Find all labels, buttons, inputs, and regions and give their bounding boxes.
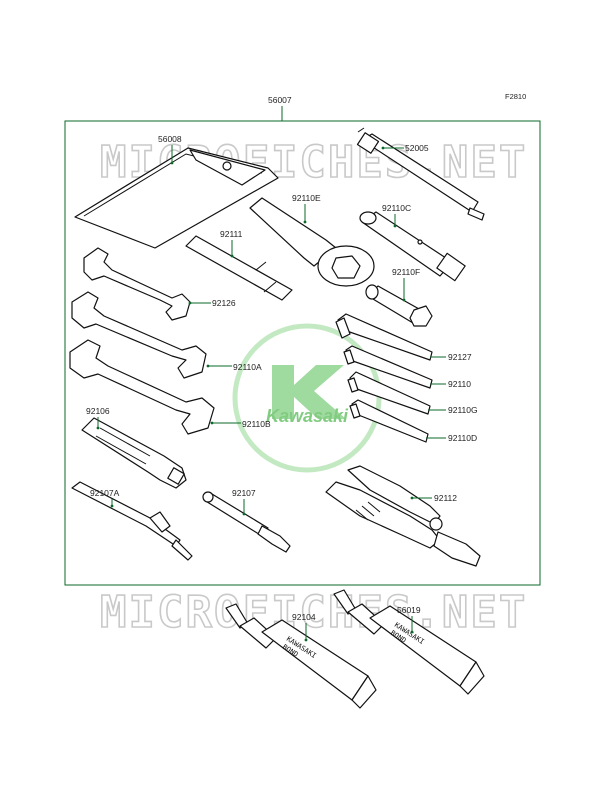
label-92107A: 92107A xyxy=(90,488,120,498)
plug-wrench xyxy=(359,211,466,282)
label-92107: 92107 xyxy=(232,488,256,498)
open-end-wrench-large xyxy=(69,339,215,435)
label-56007: 56007 xyxy=(268,95,292,105)
socket-wrench xyxy=(365,284,433,327)
label-92111: 92111 xyxy=(220,229,243,239)
label-92110E: 92110E xyxy=(292,193,321,203)
screwdriver-bit-phillips xyxy=(202,491,291,553)
open-end-wrench-small xyxy=(83,247,191,321)
label-92110B: 92110B xyxy=(242,419,271,429)
label-92104: 92104 xyxy=(292,612,316,622)
label-56019: 56019 xyxy=(397,605,421,615)
label-92110D: 92110D xyxy=(448,433,477,443)
spark-plug-wrench xyxy=(356,127,485,221)
watermark-text-bottom: MICROFICHES.NET xyxy=(100,587,527,638)
label-92110G: 92110G xyxy=(448,405,478,415)
label-56008: 56008 xyxy=(158,134,182,144)
label-92112: 92112 xyxy=(434,493,457,503)
kit-box xyxy=(64,120,541,586)
screwdriver-bit-flat xyxy=(71,481,193,561)
watermark: MICROFICHES.NET MICROFICHES.NET xyxy=(99,136,527,639)
open-end-wrench-medium xyxy=(71,291,207,379)
label-92110C: 92110C xyxy=(382,203,411,213)
bar-handle xyxy=(185,235,293,301)
label-52005: 52005 xyxy=(405,143,429,153)
screwdriver-handle xyxy=(81,417,187,489)
box-wrench xyxy=(249,197,375,287)
kawasaki-logo-watermark: Kawasaki xyxy=(232,323,382,473)
pliers xyxy=(325,465,481,567)
tool-pouch xyxy=(74,147,279,249)
hex-key-set xyxy=(335,313,433,443)
label-92110F: 92110F xyxy=(392,267,420,277)
label-92126: 92126 xyxy=(212,298,236,308)
label-92110: 92110 xyxy=(448,379,471,389)
label-92110A: 92110A xyxy=(233,362,262,372)
logo-text: Kawasaki xyxy=(266,406,349,426)
label-92127: 92127 xyxy=(448,352,472,362)
label-92106: 92106 xyxy=(86,406,110,416)
figure-code: F2810 xyxy=(505,92,526,101)
